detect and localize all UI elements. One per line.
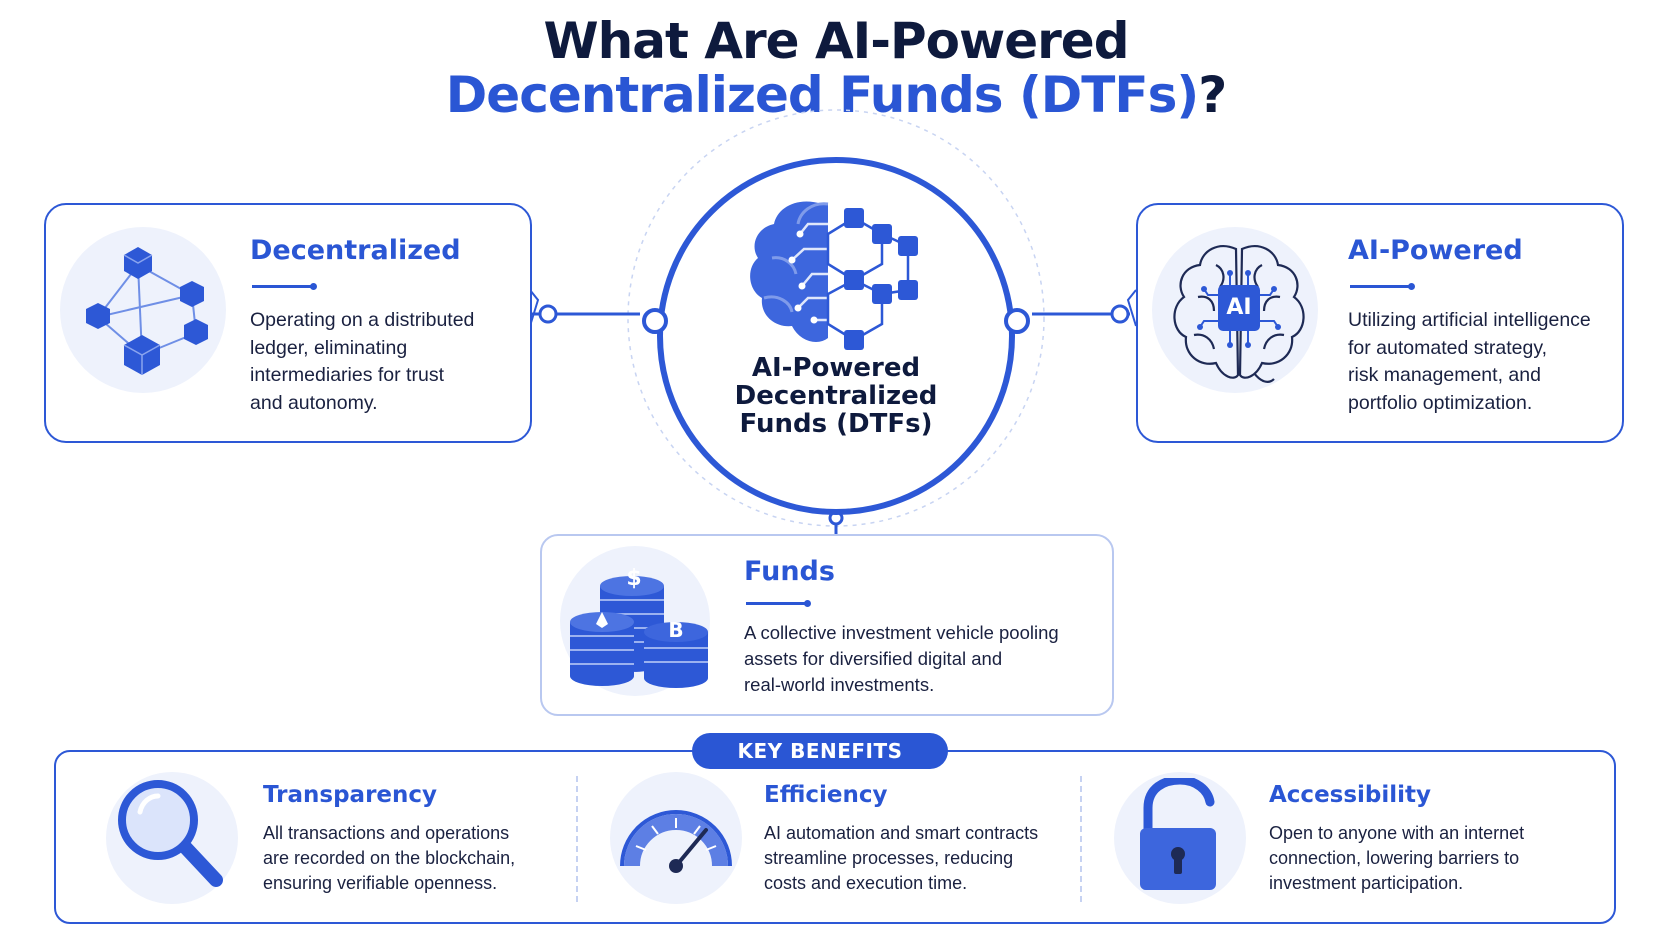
center-label: AI-Powered Decentralized Funds (DTFs) [686,354,986,438]
decentralized-rule [252,283,317,290]
description-line: risk management, and [1348,364,1541,386]
magnifier-icon [118,780,223,887]
description-line: ensuring verifiable openness. [263,873,498,893]
description-line: AI automation and smart contracts [764,823,1039,843]
center-hub: AI-Powered Decentralized Funds (DTFs) [642,154,1030,518]
page-title-suffix: ? [1198,66,1227,124]
description-line: Operating on a distributed [250,309,475,331]
benefit-divider [1080,776,1082,902]
funds-description: A collective investment vehicle pooling … [744,620,1104,698]
hub-node-right [1004,308,1030,334]
decentralized-title: Decentralized [250,235,461,266]
center-label-line2: Decentralized [734,381,938,411]
description-line: assets for diversified digital and [744,648,1003,669]
description-line: All transactions and operations [263,823,510,843]
ai-chip-label: AI [1226,295,1252,320]
description-line: ledger, eliminating [250,336,408,359]
description-line: intermediaries for trust [250,364,444,386]
coin-stacks-icon [570,576,708,688]
description-line: Utilizing artificial intelligence [1348,309,1591,331]
transparency-title: Transparency [263,782,438,808]
ai-powered-title: AI-Powered [1348,235,1523,266]
accessibility-description: Open to anyone with an internet connecti… [1269,821,1589,896]
card-ai-powered: AI AI-Powered Utilizing artificial intel… [1136,203,1624,443]
speedometer-icon [620,810,732,873]
description-line: connection, lowering barriers to [1269,848,1520,868]
page-title-line1: What Are AI-Powered [543,12,1130,70]
page-title-line2: Decentralized Funds (DTFs)? [0,66,1672,124]
page-title-highlight: Decentralized Funds (DTFs) [445,66,1199,124]
description-line: are recorded on the blockchain, [263,848,516,868]
center-label-line3: Funds (DTFs) [739,409,933,439]
network-cubes-icon [86,247,208,375]
description-line: investment participation. [1269,873,1464,893]
center-ring [657,157,1015,515]
description-line: real-world investments. [744,674,935,695]
ai-brain-icon [1173,245,1305,383]
description-line: for automated strategy, [1348,336,1548,359]
key-benefits-label: KEY BENEFITS [692,733,948,769]
ai-powered-rule [1350,283,1415,290]
unlocked-padlock-icon [1140,778,1216,890]
coin-dollar-symbol: $ [626,566,642,591]
transparency-description: All transactions and operations are reco… [263,821,563,896]
decentralized-description: Operating on a distributed ledger, elimi… [250,307,520,417]
card-funds: $ B Funds A collective investment vehicl… [540,534,1114,716]
funds-rule [746,600,811,607]
benefit-divider [576,776,578,902]
hub-node-left [642,308,668,334]
funds-title: Funds [744,556,835,587]
center-label-line1: AI-Powered [751,353,921,383]
card-decentralized: Decentralized Operating on a distributed… [44,203,532,443]
efficiency-title: Efficiency [764,782,888,808]
description-line: A collective investment vehicle pooling [744,622,1059,643]
accessibility-title: Accessibility [1269,782,1432,808]
description-line: portfolio optimization. [1348,391,1533,414]
description-line: streamline processes, reducing [764,848,1014,868]
brain-network-icon [750,201,918,350]
coin-bitcoin-symbol: B [668,618,684,642]
efficiency-description: AI automation and smart contracts stream… [764,821,1074,896]
description-line: costs and execution time. [764,873,968,893]
description-line: Open to anyone with an internet [1269,823,1525,843]
ai-powered-description: Utilizing artificial intelligence for au… [1348,307,1618,417]
description-line: and autonomy. [250,391,378,414]
